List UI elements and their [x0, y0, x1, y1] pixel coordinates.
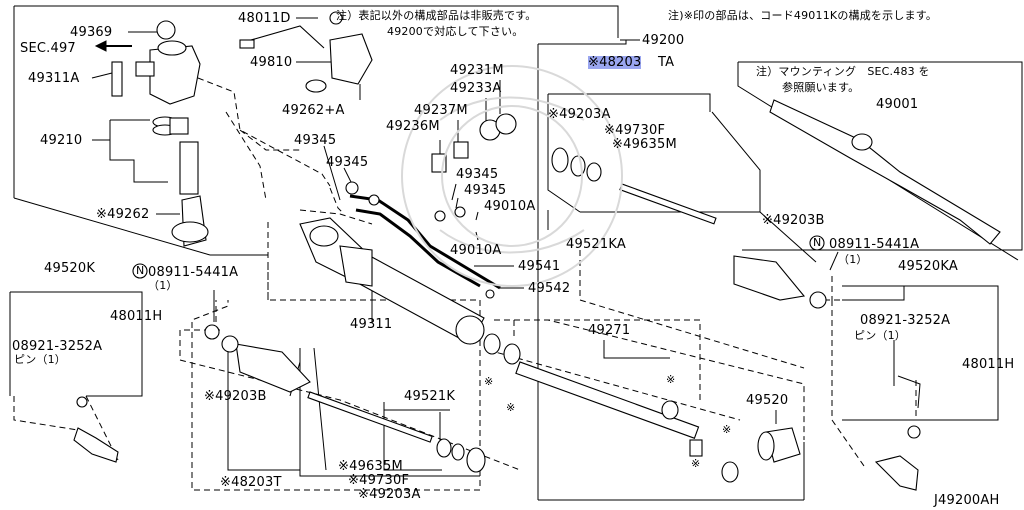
- label-49810[interactable]: 49810: [250, 55, 293, 70]
- label-48011D[interactable]: 48011D: [238, 11, 291, 26]
- valve-housing-shape: [149, 45, 201, 105]
- label-08911-left[interactable]: 08911-5441A: [148, 265, 239, 280]
- label-49203B-right[interactable]: ※49203B: [762, 213, 825, 228]
- frame-49520K: [10, 291, 143, 397]
- tie-rod-end-right: [874, 455, 919, 491]
- label-08911-right-qty: （1）: [838, 253, 868, 266]
- label-08921-right-pin: ピン（1）: [854, 329, 906, 342]
- diagram-id: J49200AH: [934, 493, 1000, 508]
- note-mounting-line1: 注）マウンティング SEC.483 を: [756, 65, 930, 78]
- note-mounting-line2: 参照願います。: [782, 81, 860, 94]
- frame-49520KA: [842, 285, 999, 421]
- label-49520[interactable]: 49520: [746, 393, 789, 408]
- label-48203TA-highlight[interactable]: ※48203: [588, 55, 642, 70]
- label-49730F-bottom[interactable]: ※49730F: [348, 473, 410, 488]
- label-49311[interactable]: 49311: [350, 317, 393, 332]
- circle-n-icon: N: [813, 236, 822, 249]
- label-48011H-left[interactable]: 48011H: [110, 309, 163, 324]
- label-49635M-bottom[interactable]: ※49635M: [338, 459, 403, 474]
- label-49210[interactable]: 49210: [40, 133, 83, 148]
- label-49236M[interactable]: 49236M: [386, 119, 440, 134]
- boot-shape-left: [235, 343, 311, 393]
- note-top-left-line2: 49200で対応して下さい。: [387, 25, 524, 38]
- label-48203T[interactable]: ※48203T: [220, 475, 282, 490]
- label-48203TA-suffix[interactable]: TA: [658, 55, 675, 70]
- label-08911-left-qty: （1）: [148, 279, 178, 292]
- label-49520K[interactable]: 49520K: [44, 261, 96, 276]
- frame-top-left: [14, 5, 619, 38]
- label-08921-left[interactable]: 08921-3252A: [12, 339, 103, 354]
- label-49369[interactable]: 49369: [70, 25, 113, 40]
- label-49345-b[interactable]: 49345: [326, 155, 369, 170]
- label-49001[interactable]: 49001: [876, 97, 919, 112]
- label-49541[interactable]: 49541: [518, 259, 561, 274]
- label-49262A[interactable]: 49262+A: [282, 103, 345, 118]
- frame-assembly: [538, 40, 627, 45]
- label-49730F-top[interactable]: ※49730F: [604, 123, 666, 138]
- sensor-shape: [329, 33, 373, 85]
- label-08921-right[interactable]: 08921-3252A: [860, 313, 951, 328]
- label-49271[interactable]: 49271: [588, 323, 631, 338]
- label-49345-c[interactable]: 49345: [456, 167, 499, 182]
- note-top-right: 注)※印の部品は、コード49011Kの構成を示します。: [668, 9, 938, 22]
- label-49635M-top[interactable]: ※49635M: [612, 137, 677, 152]
- star-mark: ※: [506, 401, 516, 414]
- label-49521K[interactable]: 49521K: [404, 389, 456, 404]
- label-49521KA[interactable]: 49521KA: [566, 237, 626, 252]
- label-49010A-b[interactable]: 49010A: [450, 243, 502, 258]
- label-49231M[interactable]: 49231M: [450, 63, 504, 78]
- label-49203B-left[interactable]: ※49203B: [204, 389, 267, 404]
- star-mark: ※: [666, 373, 676, 386]
- label-48011H-right[interactable]: 48011H: [962, 357, 1015, 372]
- label-49237M[interactable]: 49237M: [414, 103, 468, 118]
- label-08911-right[interactable]: 08911-5441A: [829, 237, 920, 252]
- label-49203A-bottom[interactable]: ※49203A: [358, 487, 421, 502]
- star-mark: ※: [484, 375, 494, 388]
- star-mark: ※: [691, 457, 701, 470]
- label-sec497[interactable]: SEC.497: [20, 41, 76, 56]
- label-08921-left-pin: ピン（1）: [14, 353, 66, 366]
- label-49200[interactable]: 49200: [642, 33, 685, 48]
- boot-shape-right: [733, 255, 806, 301]
- label-49345-d[interactable]: 49345: [464, 183, 507, 198]
- label-49203A-top[interactable]: ※49203A: [548, 107, 611, 122]
- assembly-49001-shape: [769, 99, 1001, 245]
- label-49345-a[interactable]: 49345: [294, 133, 337, 148]
- frame-lower-left: [191, 222, 481, 491]
- label-49542[interactable]: 49542: [528, 281, 571, 296]
- label-49520KA[interactable]: 49520KA: [898, 259, 958, 274]
- label-49262-star[interactable]: ※49262: [96, 207, 150, 222]
- watermark-seal: [401, 65, 623, 287]
- frame-mounting: [738, 61, 1023, 251]
- star-mark: ※: [722, 423, 732, 436]
- label-49233A[interactable]: 49233A: [450, 81, 502, 96]
- note-top-left-line1: 注）表記以外の構成部品は非販売です。: [336, 9, 537, 22]
- label-49311A[interactable]: 49311A: [28, 71, 80, 86]
- circle-n-icon: N: [136, 264, 145, 277]
- tie-rod-end-left: [73, 427, 119, 463]
- label-49010A-a[interactable]: 49010A: [484, 199, 536, 214]
